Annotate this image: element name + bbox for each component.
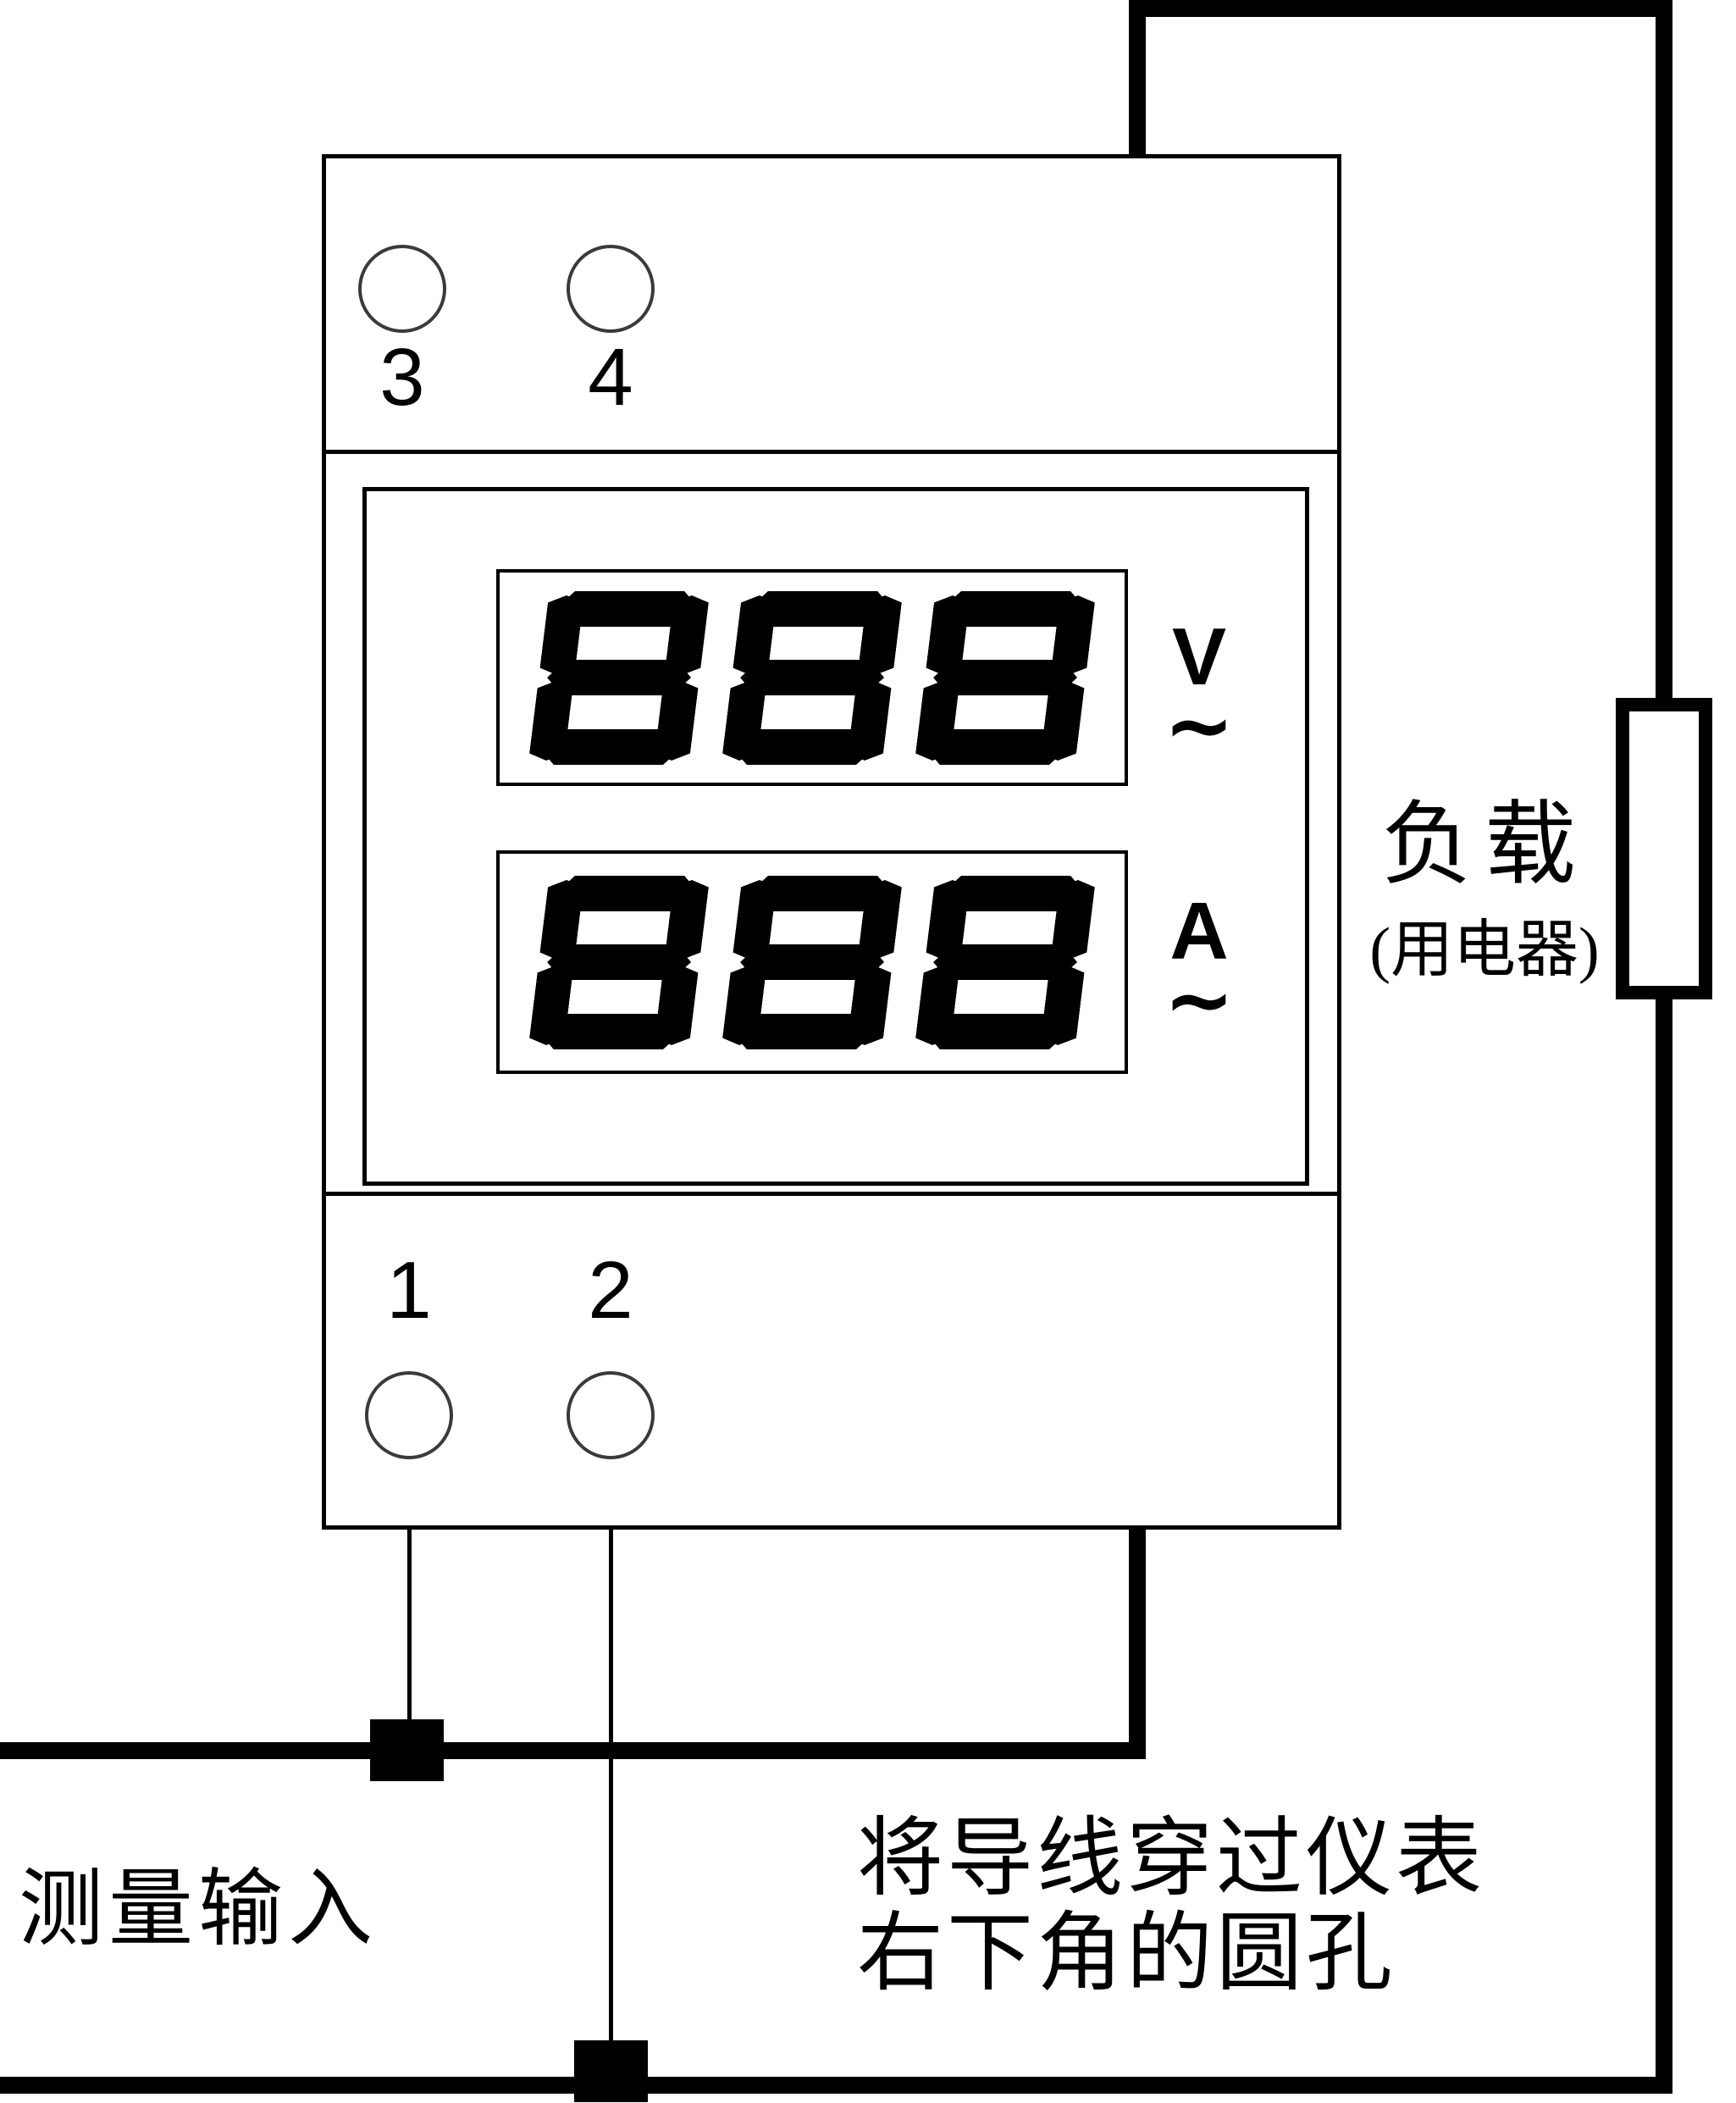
wire-note-line1: 将导线穿过仪表 (857, 1812, 1485, 1907)
wire-terminal-1 (407, 1527, 412, 1752)
segment-g (738, 660, 886, 695)
terminal-3-label: 3 (379, 332, 425, 423)
terminal-4-label: 4 (588, 332, 633, 423)
current-unit: A ∼ (1131, 886, 1267, 1049)
load-sublabel: (用电器) (1369, 916, 1600, 985)
voltage-display (496, 569, 1128, 786)
terminal-2-label: 2 (588, 1245, 633, 1336)
wire-meter-bottom-vertical (1129, 1525, 1146, 1759)
segment-g (931, 944, 1079, 980)
seven-segment-digit (914, 876, 1096, 1049)
voltage-ac-symbol-icon: ∼ (1164, 676, 1235, 775)
measurement-input-label: 测量输入 (19, 1862, 378, 1956)
wire-bottom-horizontal (0, 2077, 1672, 2094)
segment-g (545, 660, 693, 695)
wire-measurement-horizontal (0, 1742, 1146, 1759)
voltage-unit: V ∼ (1131, 612, 1267, 775)
seven-segment-digit (528, 591, 710, 765)
current-ac-symbol-icon: ∼ (1164, 950, 1235, 1049)
wire-top-horizontal (1129, 0, 1672, 17)
meter-top-section-divider (324, 450, 1339, 454)
terminal-1-hole (365, 1371, 453, 1459)
wire-terminal-2 (609, 1527, 613, 2086)
voltage-unit-letter: V (1171, 612, 1227, 702)
wire-right-upper-vertical (1656, 0, 1672, 706)
junction-connector-terminal-2 (574, 2040, 648, 2102)
terminal-4-hole (567, 245, 655, 333)
current-display (496, 850, 1128, 1074)
segment-g (738, 944, 886, 980)
wire-supply-top-vertical (1129, 0, 1146, 158)
terminal-3-hole (358, 245, 446, 333)
wire-note-line2: 右下角的圆孔 (857, 1907, 1396, 2002)
terminal-2-hole (567, 1371, 655, 1459)
wire-right-lower-vertical (1656, 991, 1672, 2094)
seven-segment-digit (721, 876, 903, 1049)
junction-connector-terminal-1 (370, 1719, 444, 1781)
seven-segment-digit (528, 876, 710, 1049)
seven-segment-digit (914, 591, 1096, 765)
load-resistor-symbol (1616, 698, 1712, 999)
segment-g (931, 660, 1079, 695)
seven-segment-digit (721, 591, 903, 765)
load-label: 负载 (1380, 795, 1588, 896)
meter-bottom-section-divider (324, 1192, 1339, 1196)
segment-g (545, 944, 693, 980)
terminal-1-label: 1 (386, 1245, 432, 1336)
current-unit-letter: A (1169, 886, 1229, 977)
